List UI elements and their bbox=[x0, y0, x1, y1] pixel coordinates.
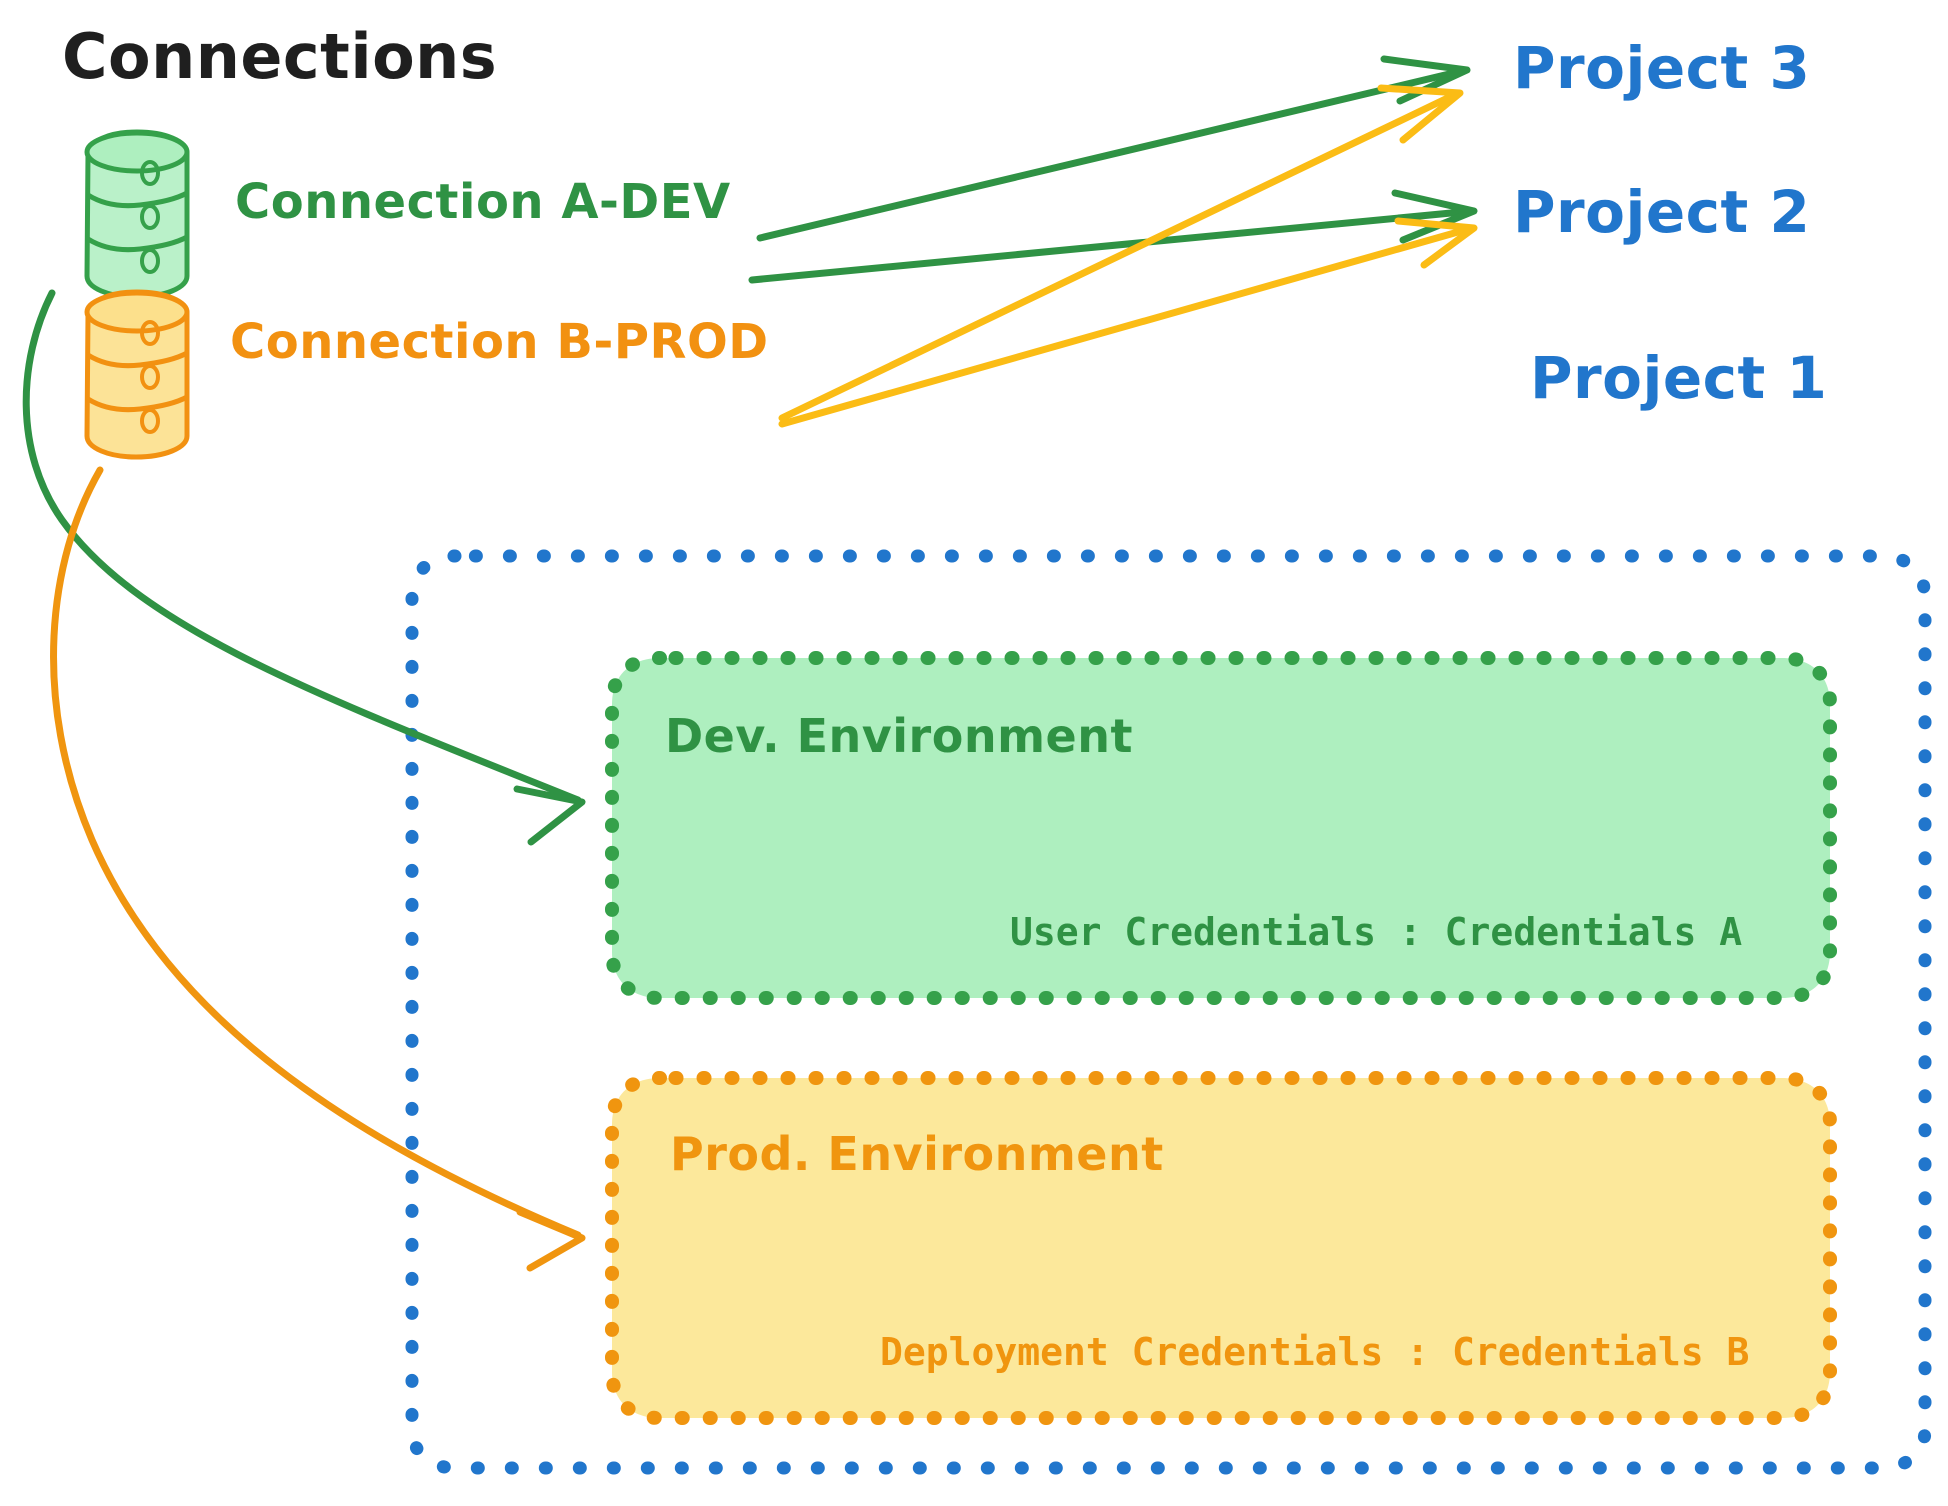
dev-environment-box bbox=[605, 651, 1837, 1005]
prod-environment-title: Prod. Environment bbox=[670, 1127, 1164, 1181]
prod-environment-box bbox=[605, 1071, 1837, 1425]
page-title: Connections bbox=[62, 20, 497, 93]
dev-environment-title: Dev. Environment bbox=[665, 709, 1133, 763]
connection-a-dev-label[interactable]: Connection A-DEV bbox=[235, 174, 731, 230]
edge-a-dev-to-project-3 bbox=[756, 55, 1471, 242]
edge-b-prod-to-project-3 bbox=[778, 84, 1464, 422]
database-cylinder-icon-orange bbox=[84, 289, 190, 460]
edge-b-prod-to-prod-environment bbox=[50, 466, 586, 1272]
dev-environment-credentials: User Credentials : Credentials A bbox=[1010, 910, 1742, 954]
database-cylinder-icon-green bbox=[84, 129, 190, 300]
project-2-label[interactable]: Project 2 bbox=[1513, 178, 1810, 246]
prod-environment-credentials: Deployment Credentials : Credentials B bbox=[880, 1330, 1749, 1374]
connection-b-prod-label[interactable]: Connection B-PROD bbox=[230, 314, 769, 370]
edge-a-dev-to-dev-environment bbox=[22, 289, 586, 846]
edge-b-prod-to-project-2 bbox=[778, 217, 1478, 428]
project-3-label[interactable]: Project 3 bbox=[1513, 34, 1810, 102]
project-1-label[interactable]: Project 1 bbox=[1530, 344, 1827, 412]
edge-a-dev-to-project-2 bbox=[748, 189, 1478, 284]
